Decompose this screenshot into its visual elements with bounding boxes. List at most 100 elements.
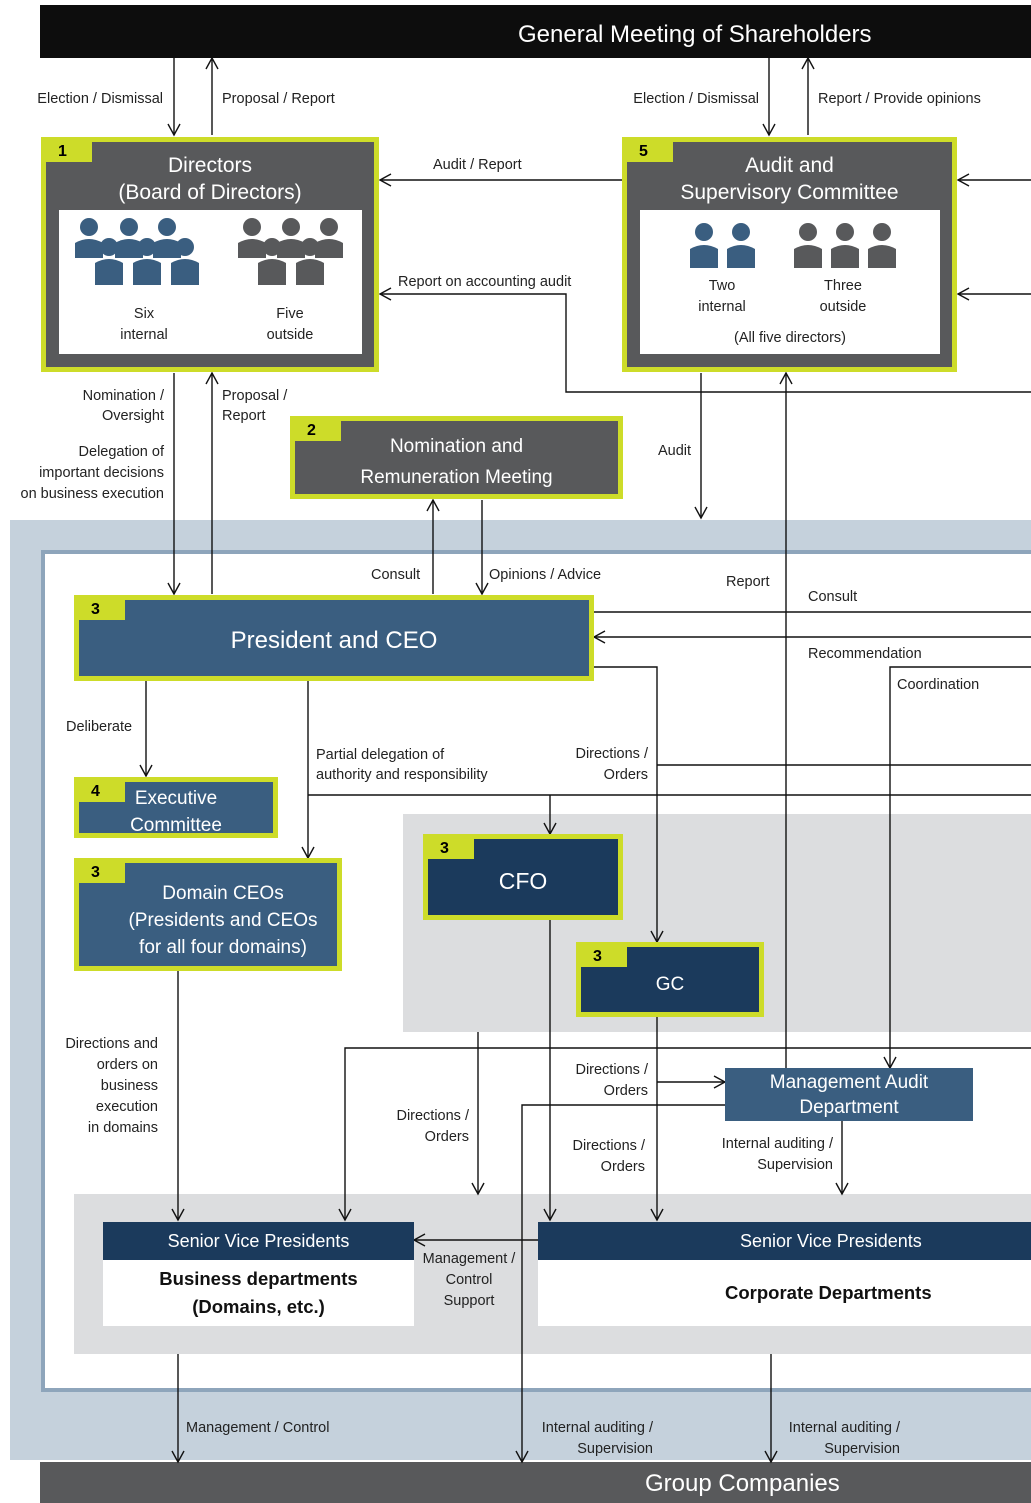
label-election-left: Election / Dismissal — [37, 91, 163, 107]
directors-title-1: Directors — [167, 154, 252, 177]
gc-title: GC — [655, 974, 685, 995]
label-proposal-report2-2: Report — [222, 408, 266, 424]
executive-title-1: Executive — [134, 788, 218, 809]
label-audit-report: Audit / Report — [433, 157, 522, 173]
label-directions-orders-4b: Orders — [600, 1159, 645, 1175]
management-audit-title-1: Management Audit — [769, 1072, 929, 1093]
label-coordination: Coordination — [897, 677, 980, 693]
label-report: Report — [726, 574, 770, 590]
label-partial-2: authority and responsibility — [316, 767, 488, 783]
corporate-svp-header: Senior Vice Presidents — [538, 1222, 1031, 1260]
audit-members-panel: Two internal Three outside (All five dir… — [640, 210, 940, 354]
label-mgmt-control-support-2: Control — [445, 1272, 493, 1288]
label-dir-domains-3: business — [100, 1078, 158, 1094]
label-management-control: Management / Control — [186, 1420, 330, 1436]
shareholders-title: General Meeting of Shareholders — [518, 21, 872, 48]
gc-number: 3 — [581, 947, 627, 967]
domain-ceos-box: 3 Domain CEOs (Presidents and CEOs for a… — [74, 858, 342, 971]
label-delegation-2: important decisions — [39, 465, 164, 481]
label-election-right: Election / Dismissal — [633, 91, 759, 107]
business-departments-line1: Business departments — [159, 1268, 358, 1289]
business-svp-header: Senior Vice Presidents — [103, 1222, 414, 1260]
audit-committee-title-2: Supervisory Committee — [680, 181, 899, 204]
label-directions-orders-4a: Directions / — [572, 1138, 645, 1154]
executive-committee-box: 4 Executive Committee — [74, 777, 278, 838]
domain-ceos-title-1: Domain CEOs — [162, 883, 284, 904]
label-deliberate: Deliberate — [66, 719, 133, 735]
label-dir-domains-2: orders on — [96, 1057, 158, 1073]
label-report-opinions: Report / Provide opinions — [818, 91, 981, 107]
audit-internal-count: Two — [708, 278, 736, 294]
audit-outside-label: outside — [819, 299, 867, 315]
group-companies-title: Group Companies — [645, 1470, 840, 1497]
label-delegation-1: Delegation of — [78, 444, 164, 460]
label-opinions-advice: Opinions / Advice — [489, 567, 602, 583]
label-directions-orders-3a: Directions / — [396, 1108, 469, 1124]
audit-committee-box: 5 Audit and Supervisory Committee Two in… — [622, 137, 957, 372]
president-number: 3 — [79, 600, 125, 620]
business-departments-box: Business departments (Domains, etc.) — [103, 1260, 414, 1326]
domain-ceos-title-2: (Presidents and CEOs — [128, 910, 318, 931]
label-mgmt-control-support-1: Management / — [422, 1251, 516, 1267]
audit-committee-number: 5 — [627, 142, 673, 162]
label-recommendation: Recommendation — [808, 646, 922, 662]
audit-committee-title-1: Audit and — [745, 154, 834, 177]
label-dir-domains-1: Directions and — [65, 1036, 158, 1052]
label-directions-orders-2b: Orders — [603, 1083, 648, 1099]
label-delegation-3: on business execution — [20, 486, 165, 502]
gc-box: 3 GC — [576, 942, 764, 1017]
audit-outside-count: Three — [824, 278, 862, 294]
cfo-box: 3 CFO — [423, 834, 623, 920]
corporate-departments-box: Corporate Departments — [538, 1260, 1031, 1326]
label-internal-sup-2a: Internal auditing / — [541, 1420, 653, 1436]
label-directions-orders-1a: Directions / — [575, 746, 648, 762]
business-departments-line2: (Domains, etc.) — [192, 1296, 325, 1317]
people-icon — [690, 223, 896, 268]
label-internal-sup-3a: Internal auditing / — [788, 1420, 900, 1436]
president-title: President and CEO — [230, 627, 438, 654]
label-directions-orders-2a: Directions / — [575, 1062, 648, 1078]
shareholders-bar: General Meeting of Shareholders — [40, 5, 1031, 58]
audit-note: (All five directors) — [734, 330, 846, 346]
label-internal-sup-1b: Supervision — [757, 1157, 833, 1173]
label-dir-domains-5: in domains — [87, 1120, 158, 1136]
label-audit: Audit — [658, 443, 692, 459]
corporate-departments-line1: Corporate Departments — [725, 1282, 932, 1303]
domain-ceos-title-3: for all four domains) — [139, 937, 307, 958]
label-dir-domains-4: execution — [95, 1099, 158, 1115]
people-icon — [75, 218, 343, 285]
management-audit-box: Management Audit Department — [725, 1068, 973, 1121]
directors-internal-label: internal — [120, 327, 168, 343]
label-directions-orders-1b: Orders — [603, 767, 648, 783]
nomination-box: 2 Nomination and Remuneration Meeting — [290, 416, 623, 499]
cfo-title: CFO — [498, 868, 548, 894]
executive-number: 4 — [79, 782, 125, 802]
directors-members-panel: Six internal Five outside — [59, 210, 362, 354]
nomination-title-2: Remuneration Meeting — [360, 467, 553, 488]
label-mgmt-control-support-3: Support — [443, 1293, 495, 1309]
group-companies-bar: Group Companies — [40, 1462, 1031, 1503]
directors-title-2: (Board of Directors) — [118, 181, 302, 204]
executive-title-2: Committee — [130, 815, 222, 836]
directors-box: 1 Directors (Board of Directors) Six int… — [41, 137, 379, 372]
directors-outside-label: outside — [266, 327, 314, 343]
label-nomination-oversight-2: Oversight — [101, 408, 164, 424]
label-directions-orders-3b: Orders — [424, 1129, 469, 1145]
label-consult-right: Consult — [808, 589, 858, 605]
label-consult-left: Consult — [371, 567, 421, 583]
directors-outside-count: Five — [276, 306, 304, 322]
domain-ceos-number: 3 — [79, 863, 125, 883]
label-internal-sup-2b: Supervision — [577, 1441, 653, 1457]
management-audit-title-2: Department — [799, 1097, 899, 1118]
cfo-number: 3 — [428, 839, 474, 859]
nomination-number: 2 — [295, 421, 341, 441]
label-internal-sup-1a: Internal auditing / — [721, 1136, 833, 1152]
president-box: 3 President and CEO — [74, 595, 594, 681]
directors-number: 1 — [46, 142, 92, 162]
label-partial-1: Partial delegation of — [316, 747, 445, 763]
label-proposal-report: Proposal / Report — [222, 91, 335, 107]
nomination-title-1: Nomination and — [389, 436, 524, 457]
label-report-accounting: Report on accounting audit — [398, 274, 572, 290]
label-nomination-oversight-1: Nomination / — [82, 388, 164, 404]
